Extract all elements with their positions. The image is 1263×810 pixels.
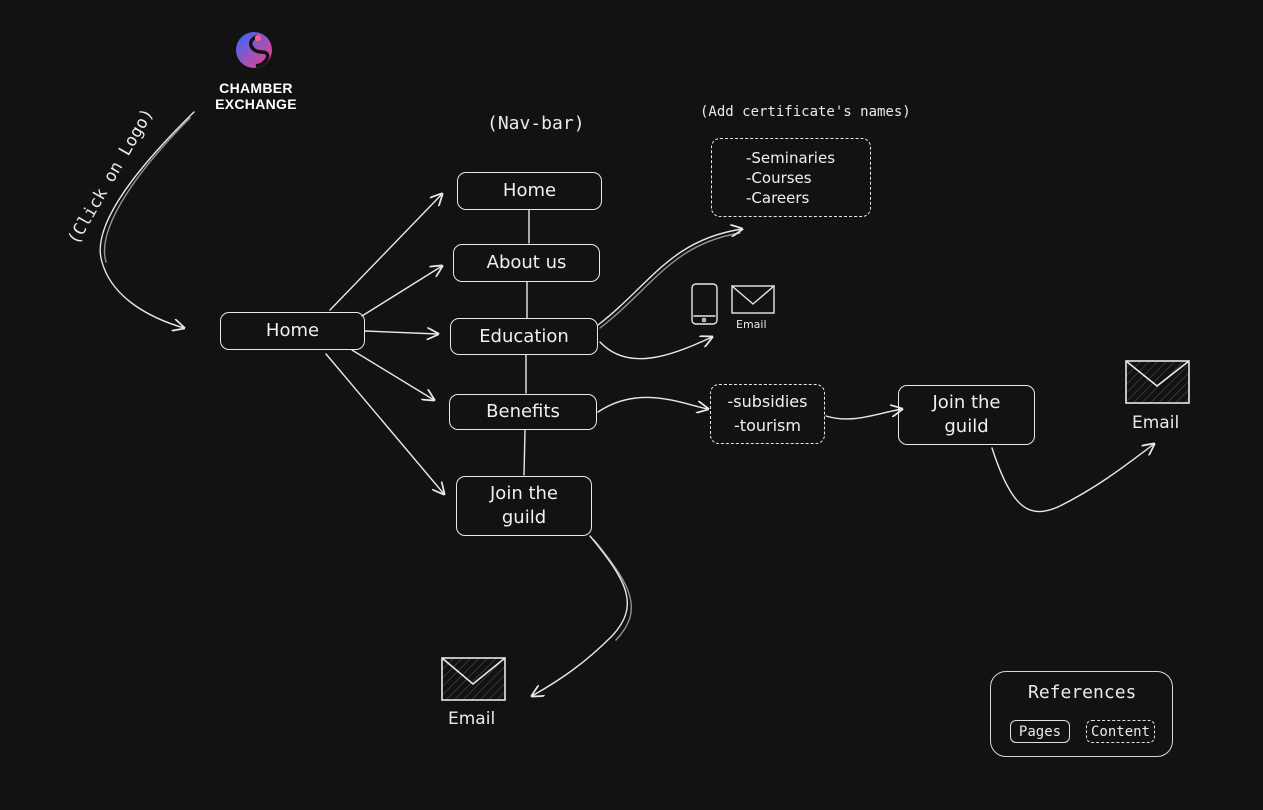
email-bottom-label: Email [448,709,496,729]
nav-home-label: Home [502,180,557,201]
navbar-connector [523,209,530,476]
nav-join-guild-line-1: Join the [490,483,558,504]
certificates-annotation: (Add certificate's names) [700,104,911,120]
nav-education-label: Education [479,325,569,347]
email-right-label: Email [1132,413,1180,433]
benefits-to-content-arrow [597,396,708,412]
legend-pages-label: Pages [1018,723,1062,740]
legend-pages-chip: Pages [1010,720,1070,743]
home-to-education-arrow [364,331,438,334]
home-to-about-arrow [361,266,442,317]
benefit-item-subsidies: -subsidies [727,392,808,411]
education-to-certificates-arrow [597,229,742,326]
education-content-box: -Seminaries -Courses -Careers [711,138,871,217]
join-guild-right-line-2: guild [944,416,989,437]
education-item-courses: -Courses [746,168,812,187]
nav-about-label: About us [486,252,567,273]
logo-line-2: EXCHANGE [215,96,297,112]
join-guild-right-line-1: Join the [932,392,1001,413]
nav-education-node[interactable]: Education [450,318,598,355]
email-small-icon [731,285,775,314]
join-guild-right-node[interactable]: Join the guild [898,385,1035,445]
references-title: References [1028,682,1137,703]
email-right-icon [1125,360,1190,404]
content-to-join-arrow [825,409,902,420]
nav-join-guild-node[interactable]: Join the guild [456,476,592,536]
education-to-contact-arrow [599,337,712,360]
nav-join-guild-line-2: guild [501,507,547,528]
nav-home-node[interactable]: Home [457,172,602,210]
nav-benefits-label: Benefits [486,401,560,422]
logo-to-home-arrow [99,111,195,328]
education-item-careers: -Careers [746,188,810,207]
benefit-item-tourism: -tourism [734,416,801,435]
legend-content-chip: Content [1086,720,1155,743]
benefits-content-box: -subsidies -tourism [710,384,825,444]
email-bottom-icon [441,657,506,701]
join-to-email-right-arrow [991,444,1154,513]
legend-content-label: Content [1090,723,1150,740]
logo-mark [236,32,272,68]
chamber-exchange-logo[interactable]: CHAMBER EXCHANGE [200,80,312,112]
references-legend: References Pages Content [990,671,1173,757]
education-item-seminaries: -Seminaries [746,148,836,167]
home-page-node[interactable]: Home [220,312,365,350]
home-to-nav-home-arrow [329,194,442,311]
navbar-annotation: (Nav-bar) [487,113,585,134]
nav-benefits-node[interactable]: Benefits [449,394,597,430]
email-small-label: Email [736,318,767,331]
join-to-email-bottom-arrow [532,535,628,696]
phone-icon [691,283,718,325]
home-to-join-arrow [325,353,444,494]
home-to-benefits-arrow [351,349,434,400]
nav-about-node[interactable]: About us [453,244,600,282]
logo-line-1: CHAMBER [219,80,293,96]
home-page-label: Home [265,320,320,341]
